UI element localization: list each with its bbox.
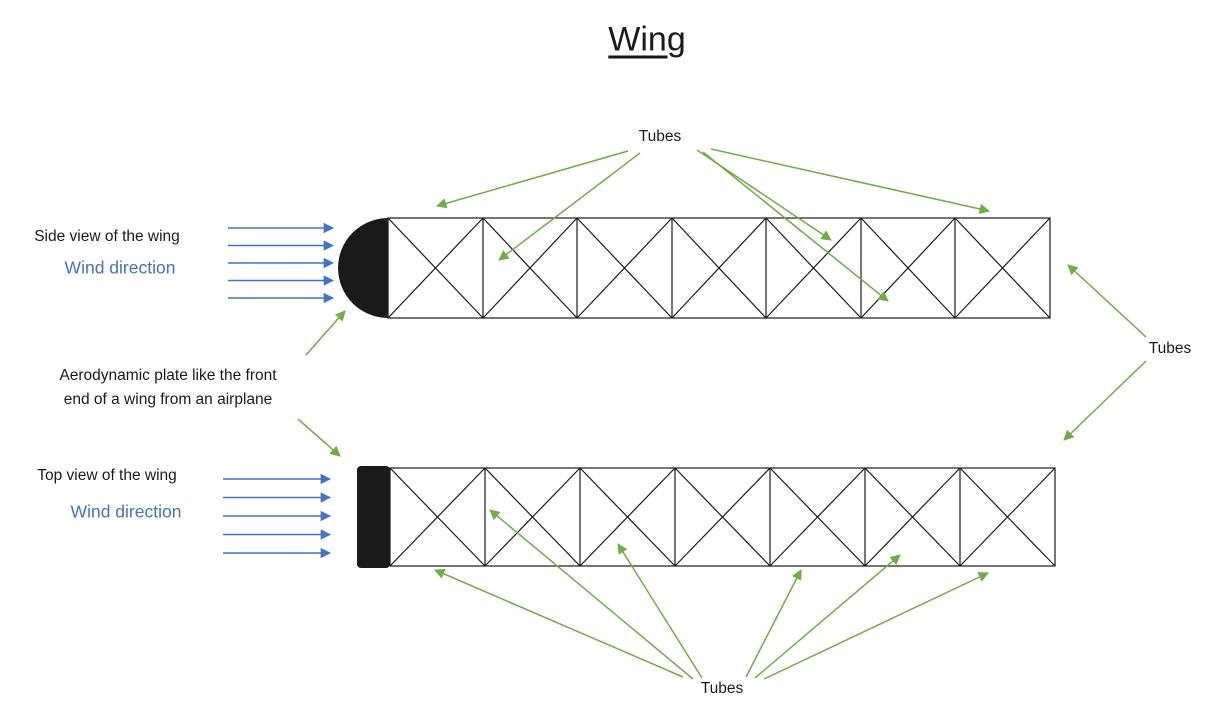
label-wind-direction-top: Wind direction — [70, 501, 182, 522]
tube-arrows-bottom-label — [434, 509, 989, 680]
label-aerodynamic-plate-line1: Aerodynamic plate like the front — [59, 366, 277, 384]
top-view-truss — [389, 467, 1056, 567]
label-tubes-bottom: Tubes — [700, 679, 744, 697]
tube-arrows-right-label — [1063, 264, 1147, 441]
label-aerodynamic-plate-line2: end of a wing from an airplane — [63, 391, 273, 408]
label-tubes-top: Tubes — [638, 127, 682, 145]
tube-arrows-top-label — [435, 148, 991, 302]
wind-arrows-top-view — [223, 473, 332, 559]
label-wind-direction-side: Wind direction — [64, 257, 176, 278]
label-side-view: Side view of the wing — [34, 227, 180, 245]
wind-arrows-side-view — [228, 222, 335, 304]
side-view-truss — [387, 217, 1051, 319]
label-tubes-right: Tubes — [1148, 339, 1192, 357]
aerodynamic-plate-side — [338, 218, 388, 318]
aerodynamic-plate-top — [357, 466, 390, 568]
label-aerodynamic-plate: Aerodynamic plate like the front end of … — [8, 364, 328, 412]
aero-plate-arrows — [297, 310, 346, 457]
page-title: Wing — [608, 20, 686, 59]
label-top-view: Top view of the wing — [37, 466, 177, 484]
